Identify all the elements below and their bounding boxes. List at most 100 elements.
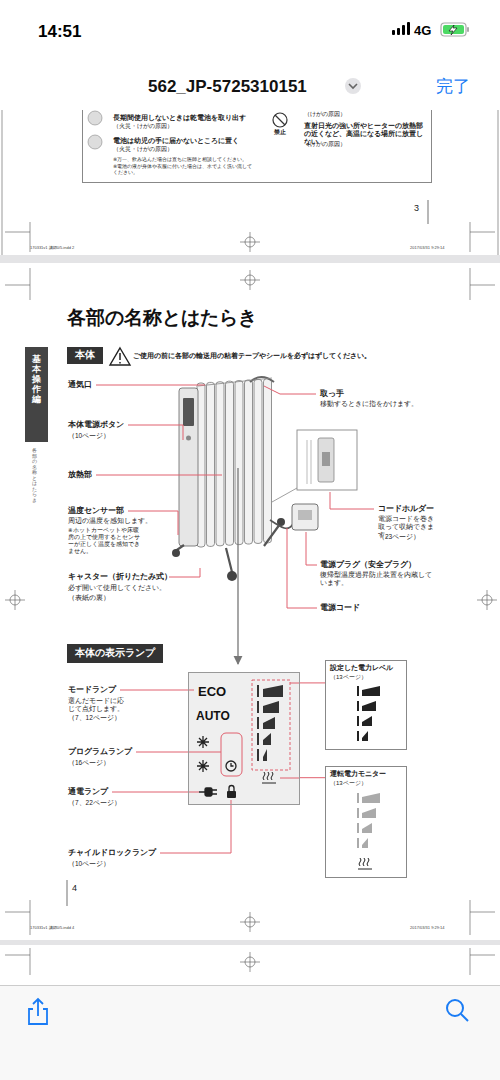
dashed-bracket [252, 680, 290, 770]
part-note: （表紙の裏） [68, 594, 110, 602]
status-text: 4G [414, 23, 431, 39]
print-footer: 170331v1 講師0/5.indd 4 [30, 925, 74, 930]
part-note: 復帰型温度過昇防止装置を内蔵しています。 [320, 571, 432, 587]
node-text: ※万一、飲み込んだ場合は直ちに医師と相談してください。 [113, 156, 247, 162]
bar-tick [357, 793, 359, 803]
warning-icons [88, 111, 287, 149]
print-footer: 2017/03/31 9:29:14 [410, 925, 444, 930]
page-sheet [0, 945, 500, 985]
part-note: （7、12ページ） [68, 714, 121, 722]
bar-tick [357, 701, 359, 711]
bar-tick [257, 749, 259, 761]
level-bar [362, 731, 368, 741]
node-heading: 本体の表示ランプ [75, 647, 155, 660]
viewer-ground [0, 110, 500, 985]
node-text: 電池は幼児の手に届かないところに置く [113, 137, 239, 145]
section-tab: 本体 [67, 347, 103, 364]
leader-line [280, 683, 300, 778]
page-number: 4 [72, 883, 77, 894]
node-heading: 設定した電力レベル [330, 664, 393, 673]
node-text: （けがの原因） [304, 111, 346, 118]
battery-icon [441, 23, 469, 36]
part-note: （23ページ） [378, 533, 420, 541]
node-text: （けがの原因） [304, 141, 346, 148]
level-bar [263, 685, 283, 697]
part-name: チャイルドロックランプ [68, 848, 156, 858]
warning-box: 長期間使用しないときは乾電池を取り出す（火災・けがの原因）電池は幼児の手に届かな… [82, 110, 432, 183]
level-bars [357, 686, 380, 848]
node-text: ※電池の液が身体や衣服に付いた場合は、水でよく洗い流してください。 [113, 163, 253, 176]
toolbar-rule [0, 985, 500, 986]
part-name: モードランプ [68, 685, 116, 695]
part-note: （16ページ） [68, 759, 110, 767]
part-name: 通電ランプ [68, 787, 108, 797]
status-text: 562_JP-5725310151 [148, 76, 307, 97]
chevron-icon [345, 78, 361, 94]
bar-tick [357, 686, 359, 696]
heater-fin [254, 379, 262, 543]
bar-tick [357, 731, 359, 741]
print-footer: 170331v1 講師0/5.indd 2 [30, 245, 74, 250]
part-name: 通気口 [68, 380, 92, 390]
share-icon [29, 999, 47, 1024]
heater-fin [245, 380, 253, 544]
node-text: AUTO [196, 709, 230, 724]
box-fill [325, 766, 407, 878]
part-note: （10ページ） [68, 432, 110, 440]
node-heading: ECO [198, 684, 226, 700]
level-bar [362, 808, 376, 818]
panel-fill [188, 672, 300, 805]
bar-tick [257, 701, 259, 713]
part-name: 放熱部 [68, 470, 92, 480]
node-text: （火災・けがの原因） [113, 123, 173, 130]
callout-box: 運転電力モニター（13ページ） [325, 766, 407, 878]
leader-line [300, 682, 325, 683]
callout-box: 設定した電力レベル（13ページ） [325, 660, 407, 750]
part-note: 周辺の温度を感知します。 [68, 517, 152, 525]
side-tab: 基本操作編 [25, 347, 48, 442]
part-name: ご使用の前に各部の輸送用の粘着テープやシールを必ずはずしてください。 [133, 352, 371, 361]
toolbar [0, 985, 500, 1080]
part-note: ※ホットカーペットや床暖房の上で使用するとセンサーが正しく温度を感知できません。 [68, 527, 140, 555]
page-number: 3 [414, 203, 419, 214]
status-text: 14:51 [38, 21, 81, 42]
part-name: プログラムランプ [68, 747, 132, 757]
heater-fin [235, 381, 243, 545]
signal-icon [392, 22, 410, 35]
leader-lines [96, 385, 374, 853]
part-note: 移動するときに指をかけます。 [320, 400, 418, 408]
print-footer: 2017/03/31 9:29:14 [410, 245, 444, 250]
level-bar [263, 717, 275, 729]
box-fill [325, 660, 407, 750]
level-bar [362, 838, 368, 848]
node-heading: 本体 [75, 349, 95, 362]
node-heading: 基本操作編 [32, 355, 41, 404]
program-bracket [221, 733, 242, 776]
part-name: 電源コード [320, 603, 360, 613]
level-bar [263, 733, 271, 745]
level-bar [263, 749, 267, 761]
part-name: 温度センサー部 [68, 506, 124, 516]
part-note: 選んだモードに応じて点灯します。 [68, 697, 130, 713]
part-note: （10ページ） [68, 860, 110, 868]
heater-fin [226, 381, 234, 545]
node-text: （13ページ） [330, 780, 367, 788]
level-bar [362, 686, 380, 696]
level-bar [362, 823, 372, 833]
node-heading: 運転電力モニター [330, 770, 386, 779]
part-name: キャスター（折りたたみ式） [68, 572, 172, 582]
crop-marks [2, 110, 498, 975]
heater-fin [207, 382, 215, 546]
part-note: 必ず開いて使用してください。 [68, 584, 166, 592]
warning-triangle [110, 348, 130, 365]
level-bar [263, 701, 279, 713]
page-sheet [0, 110, 500, 255]
bar-tick [357, 823, 359, 833]
pointer-arrow [237, 468, 238, 664]
search-icon [447, 1000, 468, 1021]
heater-fin [216, 382, 224, 546]
part-note: 各部の名称とはたらき [32, 448, 37, 503]
bar-tick [257, 717, 259, 729]
